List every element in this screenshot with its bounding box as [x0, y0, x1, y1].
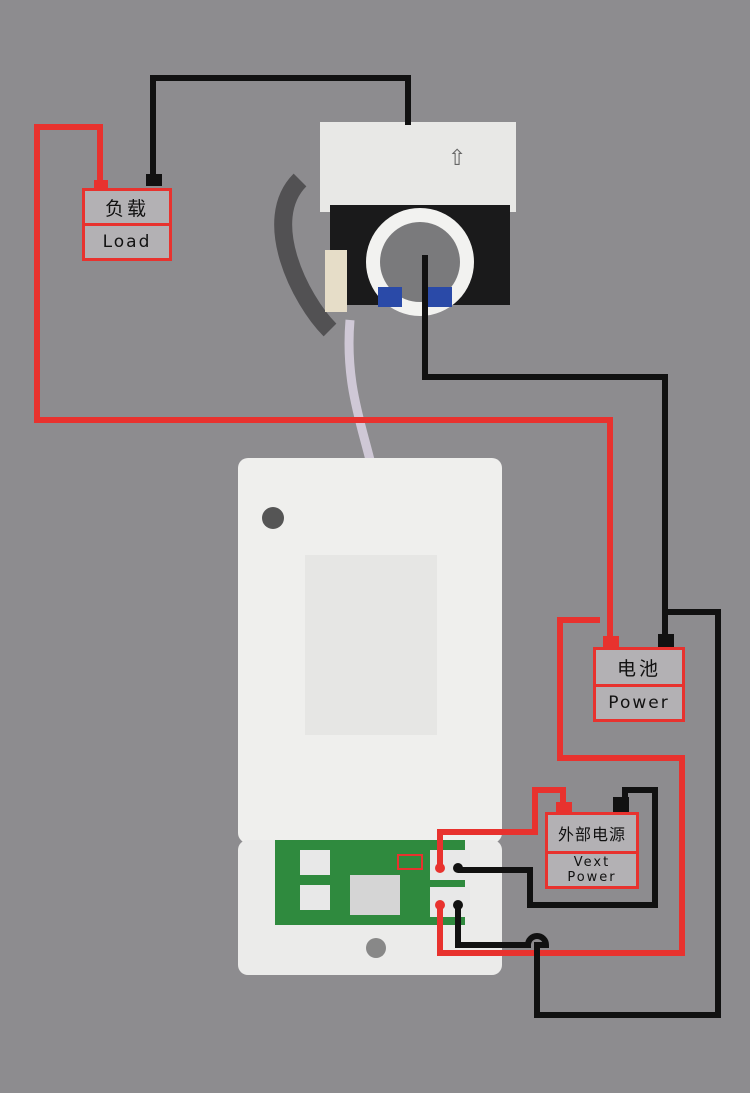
battery-negative-wire	[455, 609, 721, 1018]
load-positive-terminal	[94, 180, 108, 190]
vext-positive-terminal	[556, 802, 572, 814]
battery-positive-wire	[437, 617, 685, 956]
vext-label-en-line2: Power	[567, 870, 617, 885]
sensor-negative-wire	[422, 255, 668, 640]
arrow-up-icon: ⇧	[448, 146, 466, 171]
usb-port[interactable]	[350, 875, 400, 915]
shadow-cable	[274, 173, 337, 337]
vext-label-cn: 外部电源	[545, 812, 639, 854]
load-label-cn: 负载	[82, 188, 172, 226]
load-positive-wire	[34, 124, 613, 640]
vext-negative-terminal	[613, 797, 629, 814]
battery-label-en: Power	[593, 684, 685, 722]
load-negative-terminal	[146, 174, 162, 186]
vext-positive-wire	[437, 787, 566, 870]
sensor-cable	[344, 319, 375, 462]
vext-label-en-line1: Vext	[573, 855, 611, 870]
load-label-en: Load	[82, 223, 172, 261]
battery-negative-terminal	[658, 634, 674, 648]
current-sensor: ⇧	[320, 122, 516, 316]
controller-box	[238, 458, 502, 975]
battery-positive-terminal	[603, 636, 619, 648]
battery-label-cn: 电池	[593, 647, 685, 687]
vext-label-en: Vext Power	[545, 851, 639, 889]
sensor-connector	[325, 250, 347, 312]
vext-negative-wire	[458, 787, 658, 908]
load-negative-wire	[150, 75, 411, 182]
